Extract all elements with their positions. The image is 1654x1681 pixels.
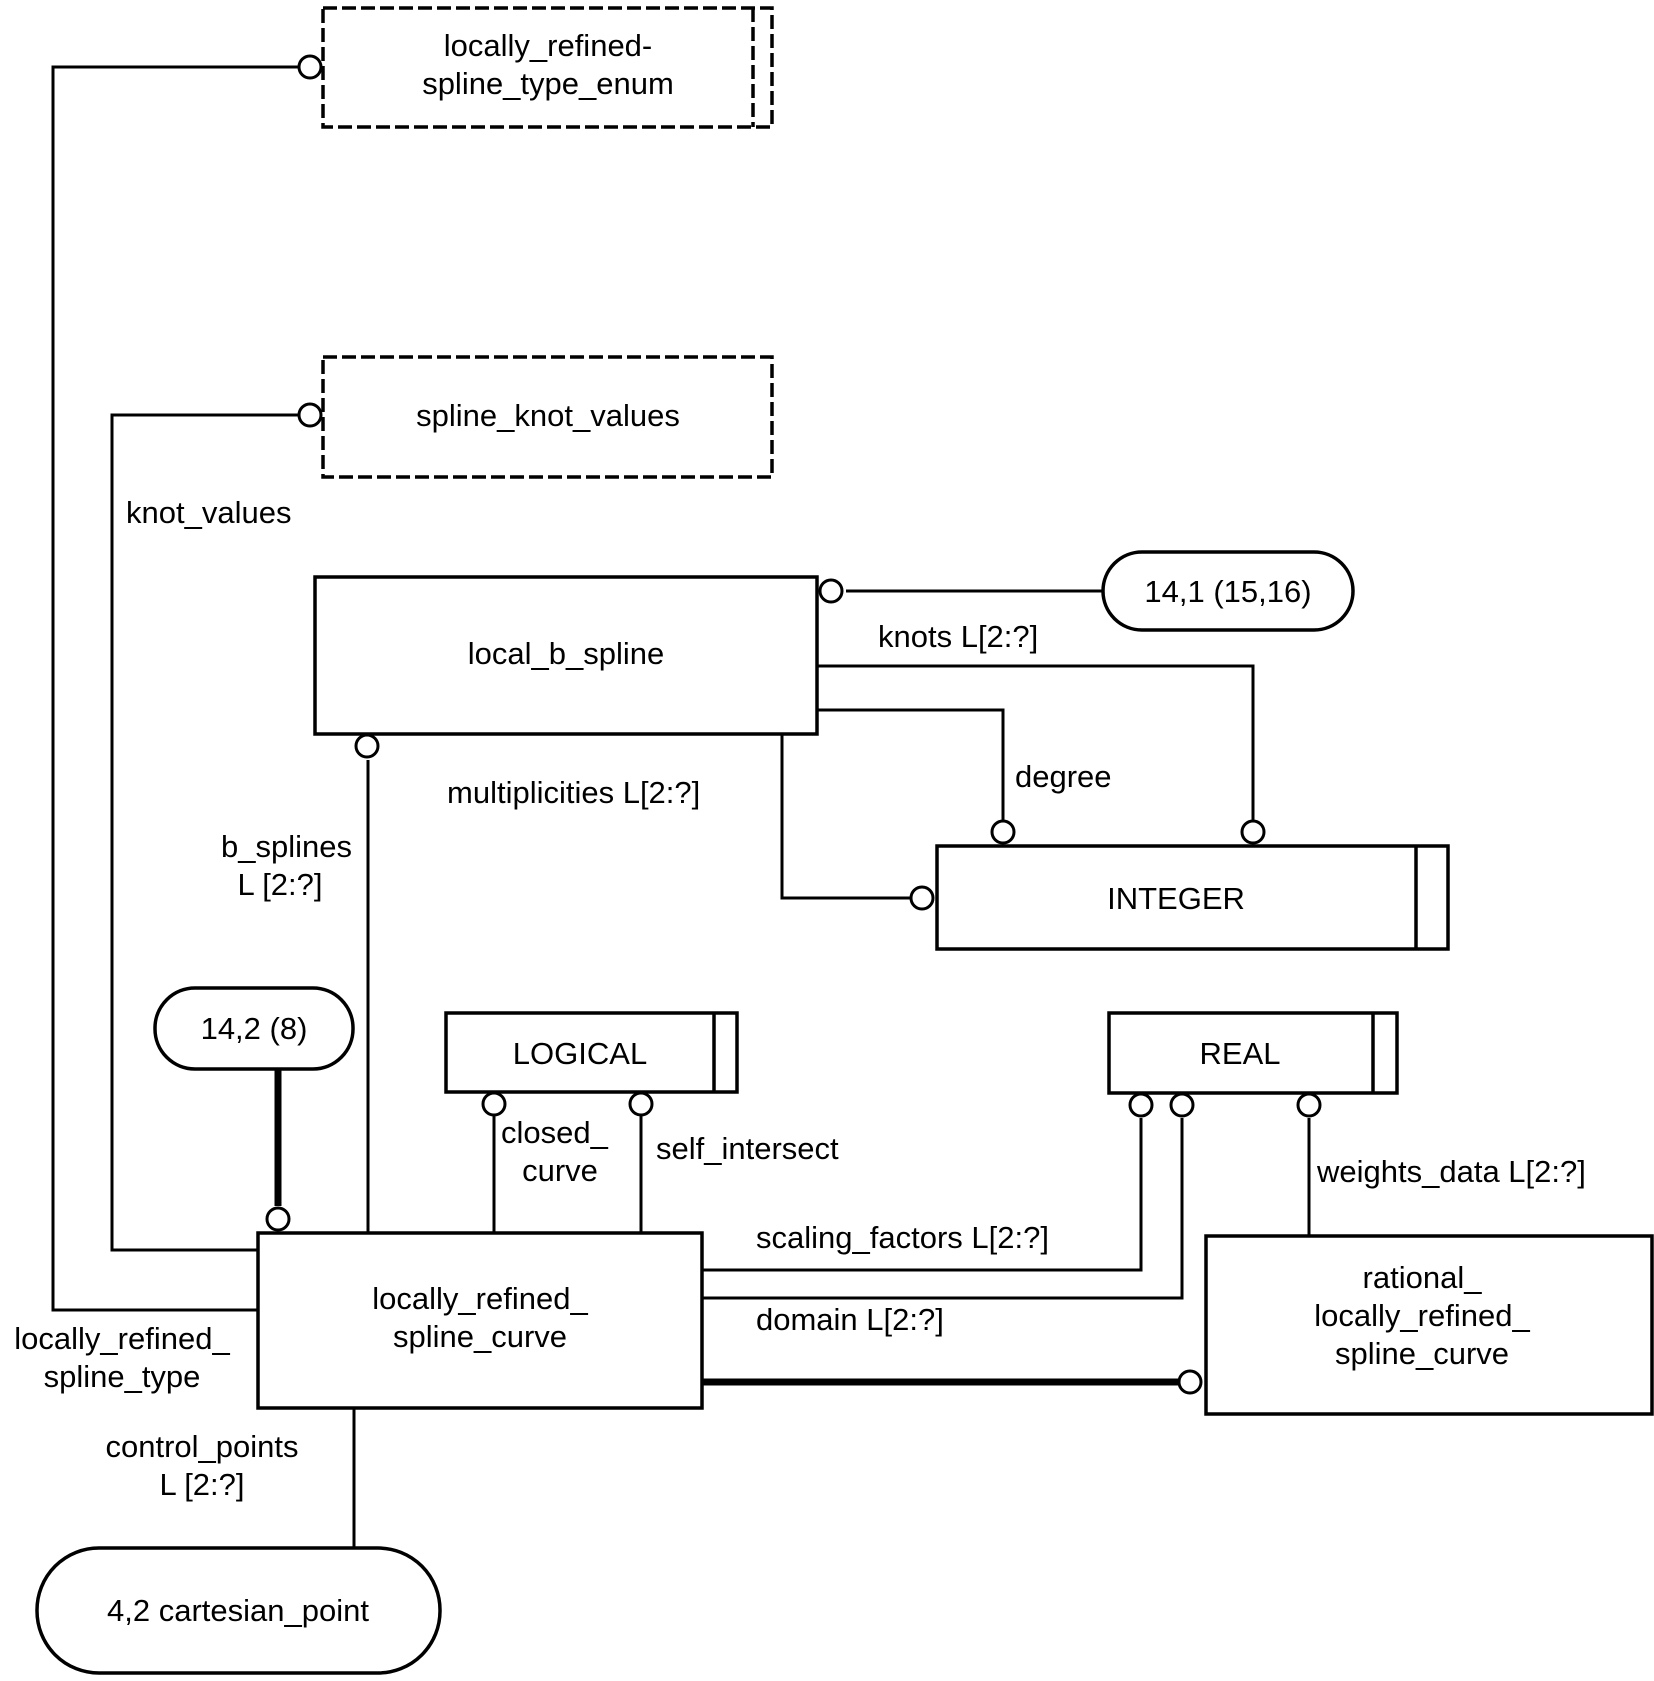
- simple-type-logical[interactable]: LOGICAL: [444, 1011, 739, 1094]
- rel-end-circle-icon: [481, 1091, 507, 1117]
- rel-end-circle-icon: [818, 578, 844, 604]
- defined-type-spline-knot-values[interactable]: spline_knot_values: [321, 355, 774, 479]
- label-degree: degree: [1015, 759, 1112, 794]
- real-label: REAL: [1200, 1036, 1281, 1071]
- rel-line-scaling-factors: [702, 1118, 1143, 1272]
- enum-label-line-2: spline_type_enum: [422, 66, 674, 101]
- rel-line-knots: [817, 664, 1255, 820]
- label-closed-curve-line-2: curve: [522, 1153, 598, 1188]
- rel-end-circle-icon: [1296, 1092, 1322, 1118]
- label-multiplicities: multiplicities L[2:?]: [447, 775, 700, 810]
- label-control-points-line-2: L [2:?]: [159, 1467, 244, 1502]
- rational-label-line-3: spline_curve: [1335, 1336, 1509, 1371]
- rel-end-circle-icon: [1240, 819, 1266, 845]
- entity-locally-refined-spline-curve[interactable]: locally_refined_ spline_curve: [256, 1231, 704, 1410]
- rel-line-degree: [817, 708, 1005, 820]
- simple-type-real[interactable]: REAL: [1107, 1011, 1399, 1095]
- page-ref-14-1[interactable]: 14,1 (15,16): [1101, 550, 1355, 632]
- label-b-splines-line-2: L [2:?]: [237, 867, 322, 902]
- page-ref-14-2[interactable]: 14,2 (8): [153, 986, 355, 1071]
- subtype-end-circle-icon: [265, 1206, 291, 1232]
- label-spline-type-line-1: locally_refined_: [14, 1321, 230, 1356]
- label-domain: domain L[2:?]: [756, 1302, 944, 1337]
- rel-line-locally-refined-spline-type: [51, 65, 298, 1312]
- rel-line-knot-values: [110, 413, 298, 1252]
- rel-end-circle-icon: [354, 733, 380, 759]
- integer-label: INTEGER: [1107, 881, 1245, 916]
- rel-line-multiplicities: [780, 734, 910, 900]
- ref-4-2-label: 4,2 cartesian_point: [107, 1593, 369, 1628]
- rel-end-circle-icon: [1128, 1092, 1154, 1118]
- label-knots: knots L[2:?]: [878, 619, 1038, 654]
- label-b-splines-line-1: b_splines: [221, 829, 352, 864]
- subtype-end-circle-icon: [1177, 1369, 1203, 1395]
- label-knot-values: knot_values: [126, 495, 291, 530]
- label-weights-data: weights_data L[2:?]: [1316, 1154, 1586, 1189]
- rational-label-line-2: locally_refined_: [1314, 1298, 1530, 1333]
- local-b-spline-label: local_b_spline: [468, 636, 664, 671]
- lrsc-label-line-2: spline_curve: [393, 1319, 567, 1354]
- label-self-intersect: self_intersect: [656, 1131, 839, 1166]
- ref-14-2-label: 14,2 (8): [201, 1011, 308, 1046]
- rel-end-circle-icon: [909, 885, 935, 911]
- page-ref-4-2-cartesian-point[interactable]: 4,2 cartesian_point: [35, 1546, 442, 1675]
- knot-values-type-label: spline_knot_values: [416, 398, 680, 433]
- rel-end-circle-icon: [628, 1091, 654, 1117]
- rational-label-line-1: rational_: [1363, 1260, 1483, 1295]
- logical-label: LOGICAL: [513, 1036, 647, 1071]
- lrsc-label-line-1: locally_refined_: [372, 1281, 588, 1316]
- label-spline-type-line-2: spline_type: [44, 1359, 201, 1394]
- rel-end-circle-icon: [1169, 1092, 1195, 1118]
- rel-end-circle-icon: [297, 54, 323, 80]
- enum-label-line-1: locally_refined-: [444, 28, 653, 63]
- rel-line-domain: [702, 1118, 1184, 1300]
- ref-14-1-label: 14,1 (15,16): [1144, 574, 1311, 609]
- entity-rational-locally-refined-spline-curve[interactable]: rational_ locally_refined_ spline_curve: [1204, 1234, 1654, 1416]
- label-scaling-factors: scaling_factors L[2:?]: [756, 1220, 1049, 1255]
- rel-end-circle-icon: [990, 819, 1016, 845]
- entity-local-b-spline[interactable]: local_b_spline: [313, 575, 819, 736]
- simple-type-integer[interactable]: INTEGER: [935, 844, 1450, 951]
- label-control-points-line-1: control_points: [105, 1429, 298, 1464]
- label-closed-curve-line-1: closed_: [501, 1115, 609, 1150]
- rel-end-circle-icon: [297, 402, 323, 428]
- defined-type-locally-refined-spline-type-enum[interactable]: locally_refined- spline_type_enum: [321, 6, 774, 129]
